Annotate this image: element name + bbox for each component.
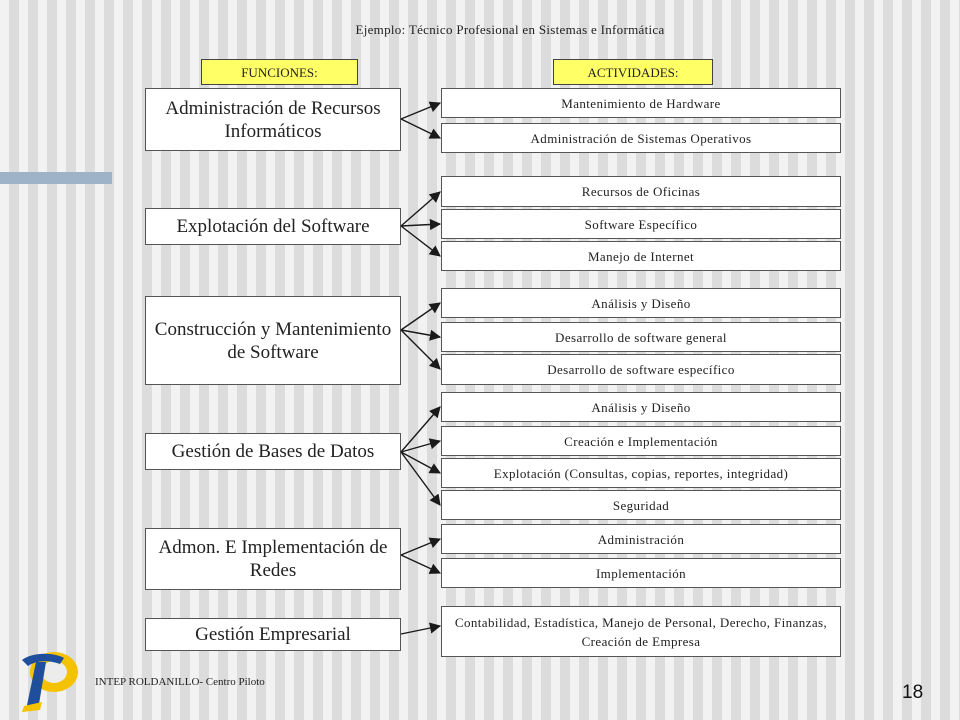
activity-box: Análisis y Diseño xyxy=(441,392,841,422)
function-box: Explotación del Software xyxy=(145,208,401,245)
arrow xyxy=(400,302,441,331)
function-box: Administración de Recursos Informáticos xyxy=(145,88,401,151)
arrow xyxy=(400,438,442,453)
arrow xyxy=(400,451,441,506)
header-funciones: FUNCIONES: xyxy=(201,59,358,85)
activity-box: Administración de Sistemas Operativos xyxy=(441,123,841,153)
arrow xyxy=(400,537,442,556)
intep-logo-icon xyxy=(22,652,78,712)
activity-box: Administración xyxy=(441,524,841,554)
arrow xyxy=(400,191,441,227)
arrow xyxy=(400,218,442,231)
activity-box: Manejo de Internet xyxy=(441,241,841,271)
function-box: Construcción y Mantenimiento de Software xyxy=(145,296,401,385)
activity-box: Contabilidad, Estadística, Manejo de Per… xyxy=(441,606,841,657)
decorative-bar xyxy=(0,172,112,184)
activity-box: Análisis y Diseño xyxy=(441,288,841,318)
arrow xyxy=(400,329,441,370)
arrow xyxy=(400,118,442,139)
activity-box: Creación e Implementación xyxy=(441,426,841,456)
header-actividades: ACTIVIDADES: xyxy=(553,59,713,85)
arrow xyxy=(400,101,442,120)
arrow xyxy=(400,622,442,635)
function-box: Gestión Empresarial xyxy=(145,618,401,651)
page-title: Ejemplo: Técnico Profesional en Sistemas… xyxy=(355,22,665,37)
arrow xyxy=(400,225,441,257)
activity-box: Implementación xyxy=(441,558,841,588)
footer-text: INTEP ROLDANILLO- Centro Piloto xyxy=(95,676,265,688)
activity-box: Desarrollo de software general xyxy=(441,322,841,352)
activity-box: Software Específico xyxy=(441,209,841,239)
activity-box: Explotación (Consultas, copias, reportes… xyxy=(441,458,841,488)
activity-box: Seguridad xyxy=(441,490,841,520)
activity-box: Desarrollo de software específico xyxy=(441,354,841,385)
arrow xyxy=(400,451,441,474)
arrow xyxy=(400,554,442,574)
function-box: Gestión de Bases de Datos xyxy=(145,433,401,470)
function-box: Admon. E Implementación de Redes xyxy=(145,528,401,590)
arrow xyxy=(400,329,442,341)
activity-box: Recursos de Oficinas xyxy=(441,176,841,207)
page-number: 18 xyxy=(902,682,924,703)
activity-box: Mantenimiento de Hardware xyxy=(441,88,841,118)
arrow xyxy=(400,406,441,453)
